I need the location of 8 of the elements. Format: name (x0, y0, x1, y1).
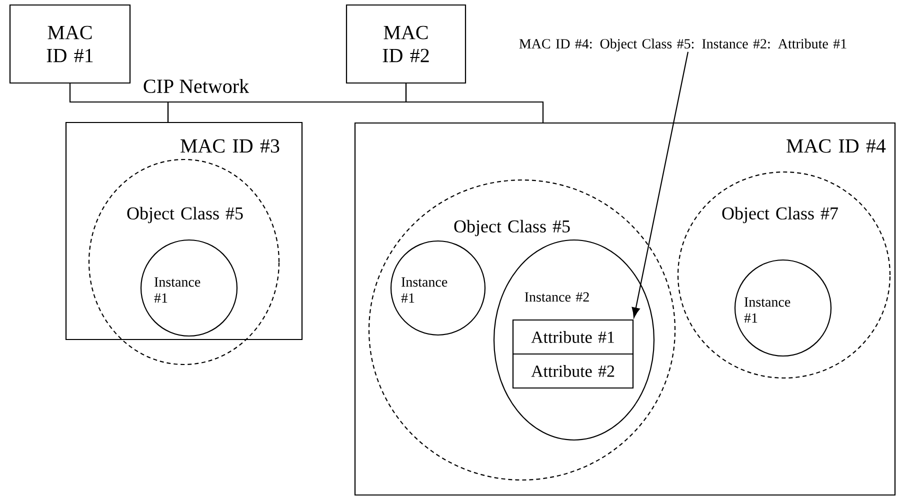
device-box: MAC ID #2 (346, 4, 466, 84)
attribute-box: Attribute #2 (512, 353, 634, 389)
path-annotation: MAC ID #4: Object Class #5: Instance #2: Attribute #1 (519, 38, 846, 52)
arrow (632, 52, 689, 318)
device-box: MAC ID #1 (9, 4, 131, 84)
bus-line (405, 83, 544, 123)
network-label: CIP Network (144, 78, 250, 94)
attribute-box: Attribute #1 (512, 319, 634, 355)
